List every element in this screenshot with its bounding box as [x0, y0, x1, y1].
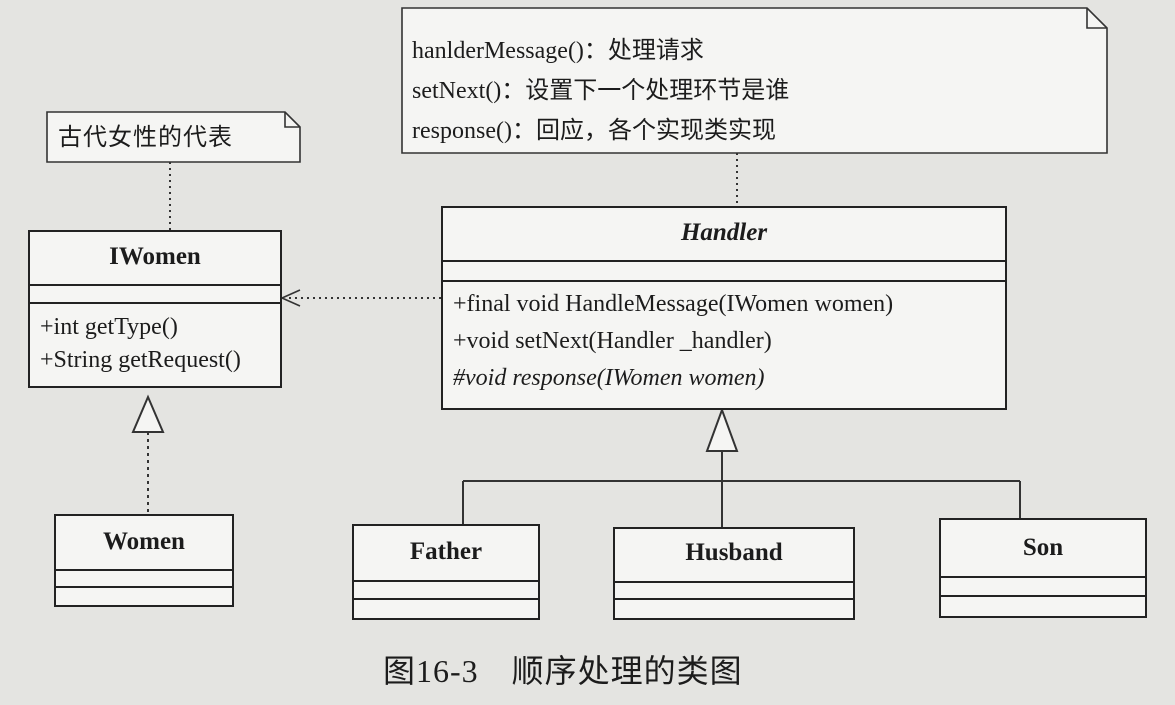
iwomen-method-getrequest: +String getRequest(): [40, 347, 241, 373]
realization-triangle: [131, 394, 165, 433]
women-class: Women: [54, 514, 234, 607]
father-class-name: Father: [409, 538, 483, 565]
inheritance-triangle: [705, 407, 739, 452]
handler-note-shape: [401, 7, 1108, 154]
handler-method-response: #void response(IWomen women): [453, 365, 765, 391]
handler-note-line-2: setNext()：设置下一个处理环节是谁: [412, 78, 790, 104]
son-class-name: Son: [1022, 534, 1064, 561]
figure-caption: 图16-3 顺序处理的类图: [383, 653, 743, 689]
dependency-arrowhead: [280, 289, 301, 307]
son-class: Son: [939, 518, 1147, 618]
handler-class: Handler +final void HandleMessage(IWomen…: [441, 206, 1007, 410]
handler-note-line-1: hanlderMessage()：处理请求: [412, 38, 704, 64]
women-class-name: Women: [103, 528, 185, 555]
husband-class: Husband: [613, 527, 855, 620]
iwomen-method-gettype: +int getType(): [40, 314, 178, 340]
handler-method-setnext: +void setNext(Handler _handler): [453, 328, 772, 354]
iwomen-class-name: IWomen: [109, 243, 201, 270]
iwomen-class: IWomen +int getType() +String getRequest…: [28, 230, 282, 388]
father-class: Father: [352, 524, 540, 620]
handler-note-line-3: response()：回应，各个实现类实现: [412, 118, 776, 144]
iwomen-note: 古代女性的代表: [58, 123, 233, 151]
handler-class-name: Handler: [680, 219, 768, 246]
husband-class-name: Husband: [685, 539, 783, 566]
handler-method-handlemessage: +final void HandleMessage(IWomen women): [453, 291, 894, 317]
iwomen-note-shape: [46, 111, 301, 163]
